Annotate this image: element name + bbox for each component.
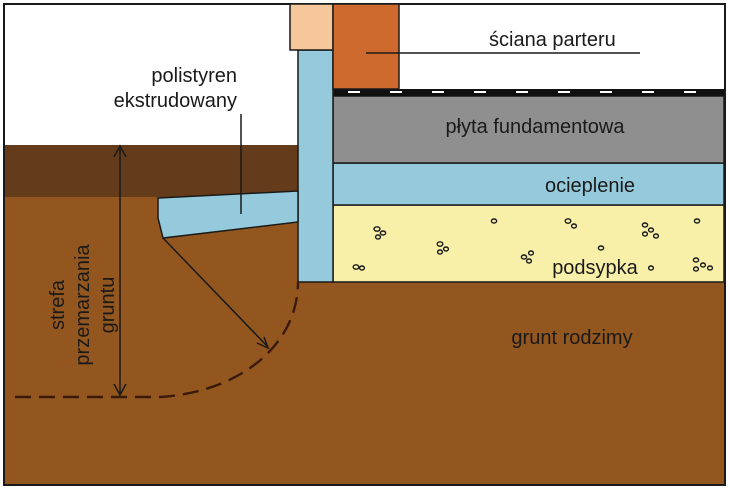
xps-wing [157, 190, 299, 239]
xps-label-line1: polistyren [151, 65, 237, 87]
frost-boundary-curve [15, 281, 300, 399]
insulation-label: ocieplenie [545, 175, 635, 197]
insulation-layer [332, 162, 725, 206]
frost-label-line3: gruntu [97, 277, 119, 334]
gravel-pebbles [352, 218, 714, 272]
frost-label-line2: przemarzania [72, 244, 94, 366]
ground-floor-wall [332, 3, 400, 90]
slab-label: płyta fundamentowa [445, 116, 625, 138]
wall-cap [289, 3, 334, 51]
frost-depth-dimension [113, 144, 127, 397]
frost-zone-label: strefa przemarzania gruntu [47, 244, 119, 366]
xps-label-line2: ekstrudowany [114, 90, 237, 112]
wall-label: ściana parteru [489, 29, 616, 51]
fill-layer [332, 204, 725, 283]
fill-label: podsypka [552, 257, 638, 279]
soil-label: grunt rodzimy [511, 327, 632, 349]
perimeter-insulation [297, 49, 334, 283]
frost-label-line1: strefa [47, 279, 69, 330]
xps-radius-arrow [162, 237, 270, 350]
membrane-strip [333, 89, 724, 96]
topsoil-layer [5, 145, 298, 197]
